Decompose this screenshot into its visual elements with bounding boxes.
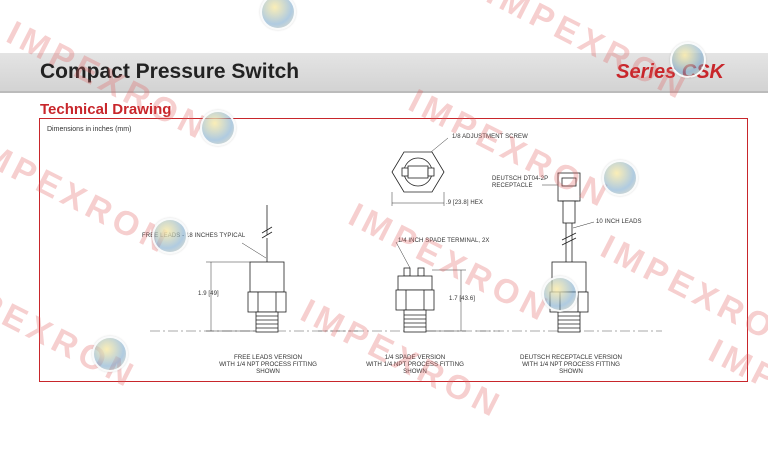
adjustment-screw-label: 1/8 ADJUSTMENT SCREW: [452, 134, 528, 140]
deutsch-switch: [549, 172, 589, 333]
header-divider: [0, 91, 768, 93]
free-leads-body: [249, 261, 285, 293]
deutsch-break-mark: [561, 232, 577, 241]
spade-terminal-label: 1/4 INCH SPADE TERMINAL, 2X: [398, 238, 490, 244]
hex-center: [407, 165, 429, 179]
deutsch-fitting: [557, 311, 581, 333]
free-leads-switch: [247, 205, 287, 333]
free-leads-leader: [241, 242, 267, 259]
caption-line: SHOWN: [559, 368, 583, 375]
ten-inch-leads-label: 10 INCH LEADS: [596, 219, 642, 225]
deutsch-body: [551, 261, 587, 293]
deutsch-hex: [549, 291, 589, 313]
ten-inch-leader: [572, 221, 595, 229]
header-band: [0, 53, 768, 93]
deutsch-caption: DEUTSCH RECEPTACLE VERSION WITH 1/4 NPT …: [511, 354, 631, 375]
hex-top-view: [391, 151, 445, 193]
spade-height-label: 1.7 [43.6]: [449, 296, 476, 302]
caption-line: WITH 1/4 NPT PROCESS FITTING: [366, 361, 464, 368]
caption-line: WITH 1/4 NPT PROCESS FITTING: [219, 361, 317, 368]
adjustment-screw-leader: [430, 137, 449, 153]
free-leads-caption: FREE LEADS VERSION WITH 1/4 NPT PROCESS …: [208, 354, 328, 375]
free-leads-label: FREE LEADS - 18 INCHES TYPICAL: [142, 233, 246, 239]
caption-line: DEUTSCH RECEPTACLE VERSION: [520, 354, 622, 361]
spade-body: [397, 275, 433, 291]
caption-line: SHOWN: [256, 368, 280, 375]
spade-dimension: [395, 241, 466, 332]
caption-line: WITH 1/4 NPT PROCESS FITTING: [522, 361, 620, 368]
technical-drawing: [150, 137, 662, 333]
deutsch-leaders: [542, 184, 595, 229]
free-leads-dimension: [206, 242, 267, 332]
deutsch-cable: [562, 200, 576, 224]
spade-fitting: [403, 309, 427, 333]
document-title: Compact Pressure Switch: [40, 60, 300, 83]
caption-line: FREE LEADS VERSION: [233, 354, 303, 361]
section-heading: Technical Drawing: [40, 101, 172, 118]
caption-line: 1/4 SPADE VERSION: [384, 354, 446, 361]
spade-hex: [395, 289, 435, 311]
dimensions-note: Dimensions in inches (mm): [47, 126, 132, 133]
lead-break-mark: [261, 226, 273, 234]
spade-switch: [395, 267, 435, 333]
caption-line: SHOWN: [403, 368, 427, 375]
free-leads-fitting: [255, 311, 279, 333]
lead-break-mark-2: [261, 231, 273, 239]
deutsch-receptacle-label: DEUTSCH DT04-2P RECEPTACLE: [492, 176, 549, 189]
hex-label: .9 [23.8] HEX: [446, 200, 483, 206]
free-leads-hex: [247, 291, 287, 313]
spade-leader: [395, 241, 411, 269]
hex-dimension: [391, 137, 449, 206]
free-leads-height-label: 1.9 [49]: [198, 291, 219, 297]
deutsch-receptacle: [557, 172, 581, 202]
spade-caption: 1/4 SPADE VERSION WITH 1/4 NPT PROCESS F…: [355, 354, 475, 375]
